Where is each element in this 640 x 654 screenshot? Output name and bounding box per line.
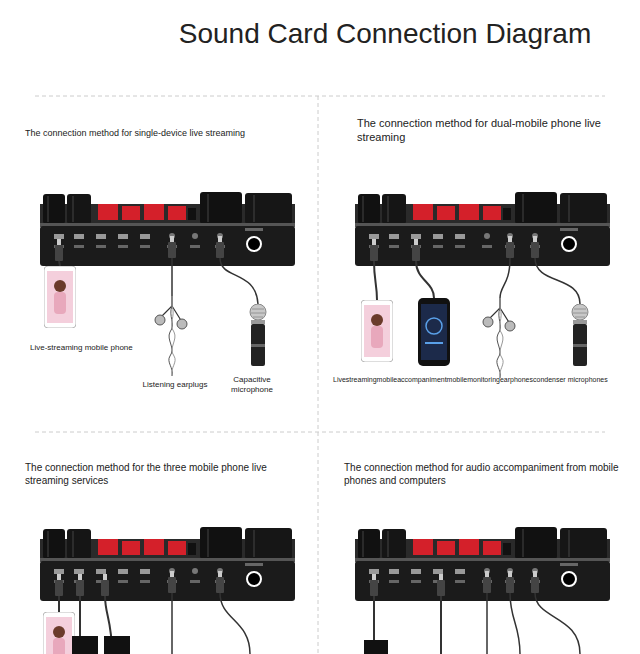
panel-heading: The connection method for dual-mobile ph… (357, 117, 612, 145)
panel-heading: The connection method for audio accompan… (344, 462, 619, 487)
diagram-title: Sound Card Connection Diagram (179, 16, 591, 51)
device-label: Listening earplugs (130, 380, 220, 390)
device-label: Livestreamingmobileaccompanimentmobilemo… (333, 376, 613, 385)
device-label: Live-streaming mobile phone (30, 343, 160, 353)
panel-heading: The connection method for single-device … (25, 128, 310, 139)
device-label: Capacitive microphone (222, 375, 282, 395)
panel-heading: The connection method for the three mobi… (25, 462, 300, 487)
